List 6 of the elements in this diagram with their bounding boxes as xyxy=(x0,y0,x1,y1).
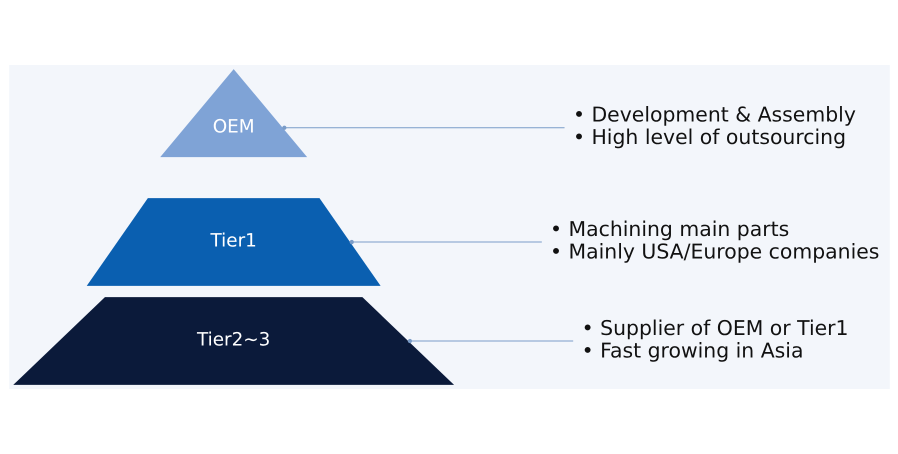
connector xyxy=(407,338,573,344)
connector xyxy=(349,240,542,244)
node-text: • Supplier of OEM or Tier1 • Fast growing in Asia xyxy=(581,316,848,362)
connector xyxy=(282,126,564,130)
node-text: • Machining main parts • Mainly USA/Europe companies xyxy=(550,216,879,264)
node-text: • Development & Assembly • High level of outsourcing xyxy=(572,102,856,150)
